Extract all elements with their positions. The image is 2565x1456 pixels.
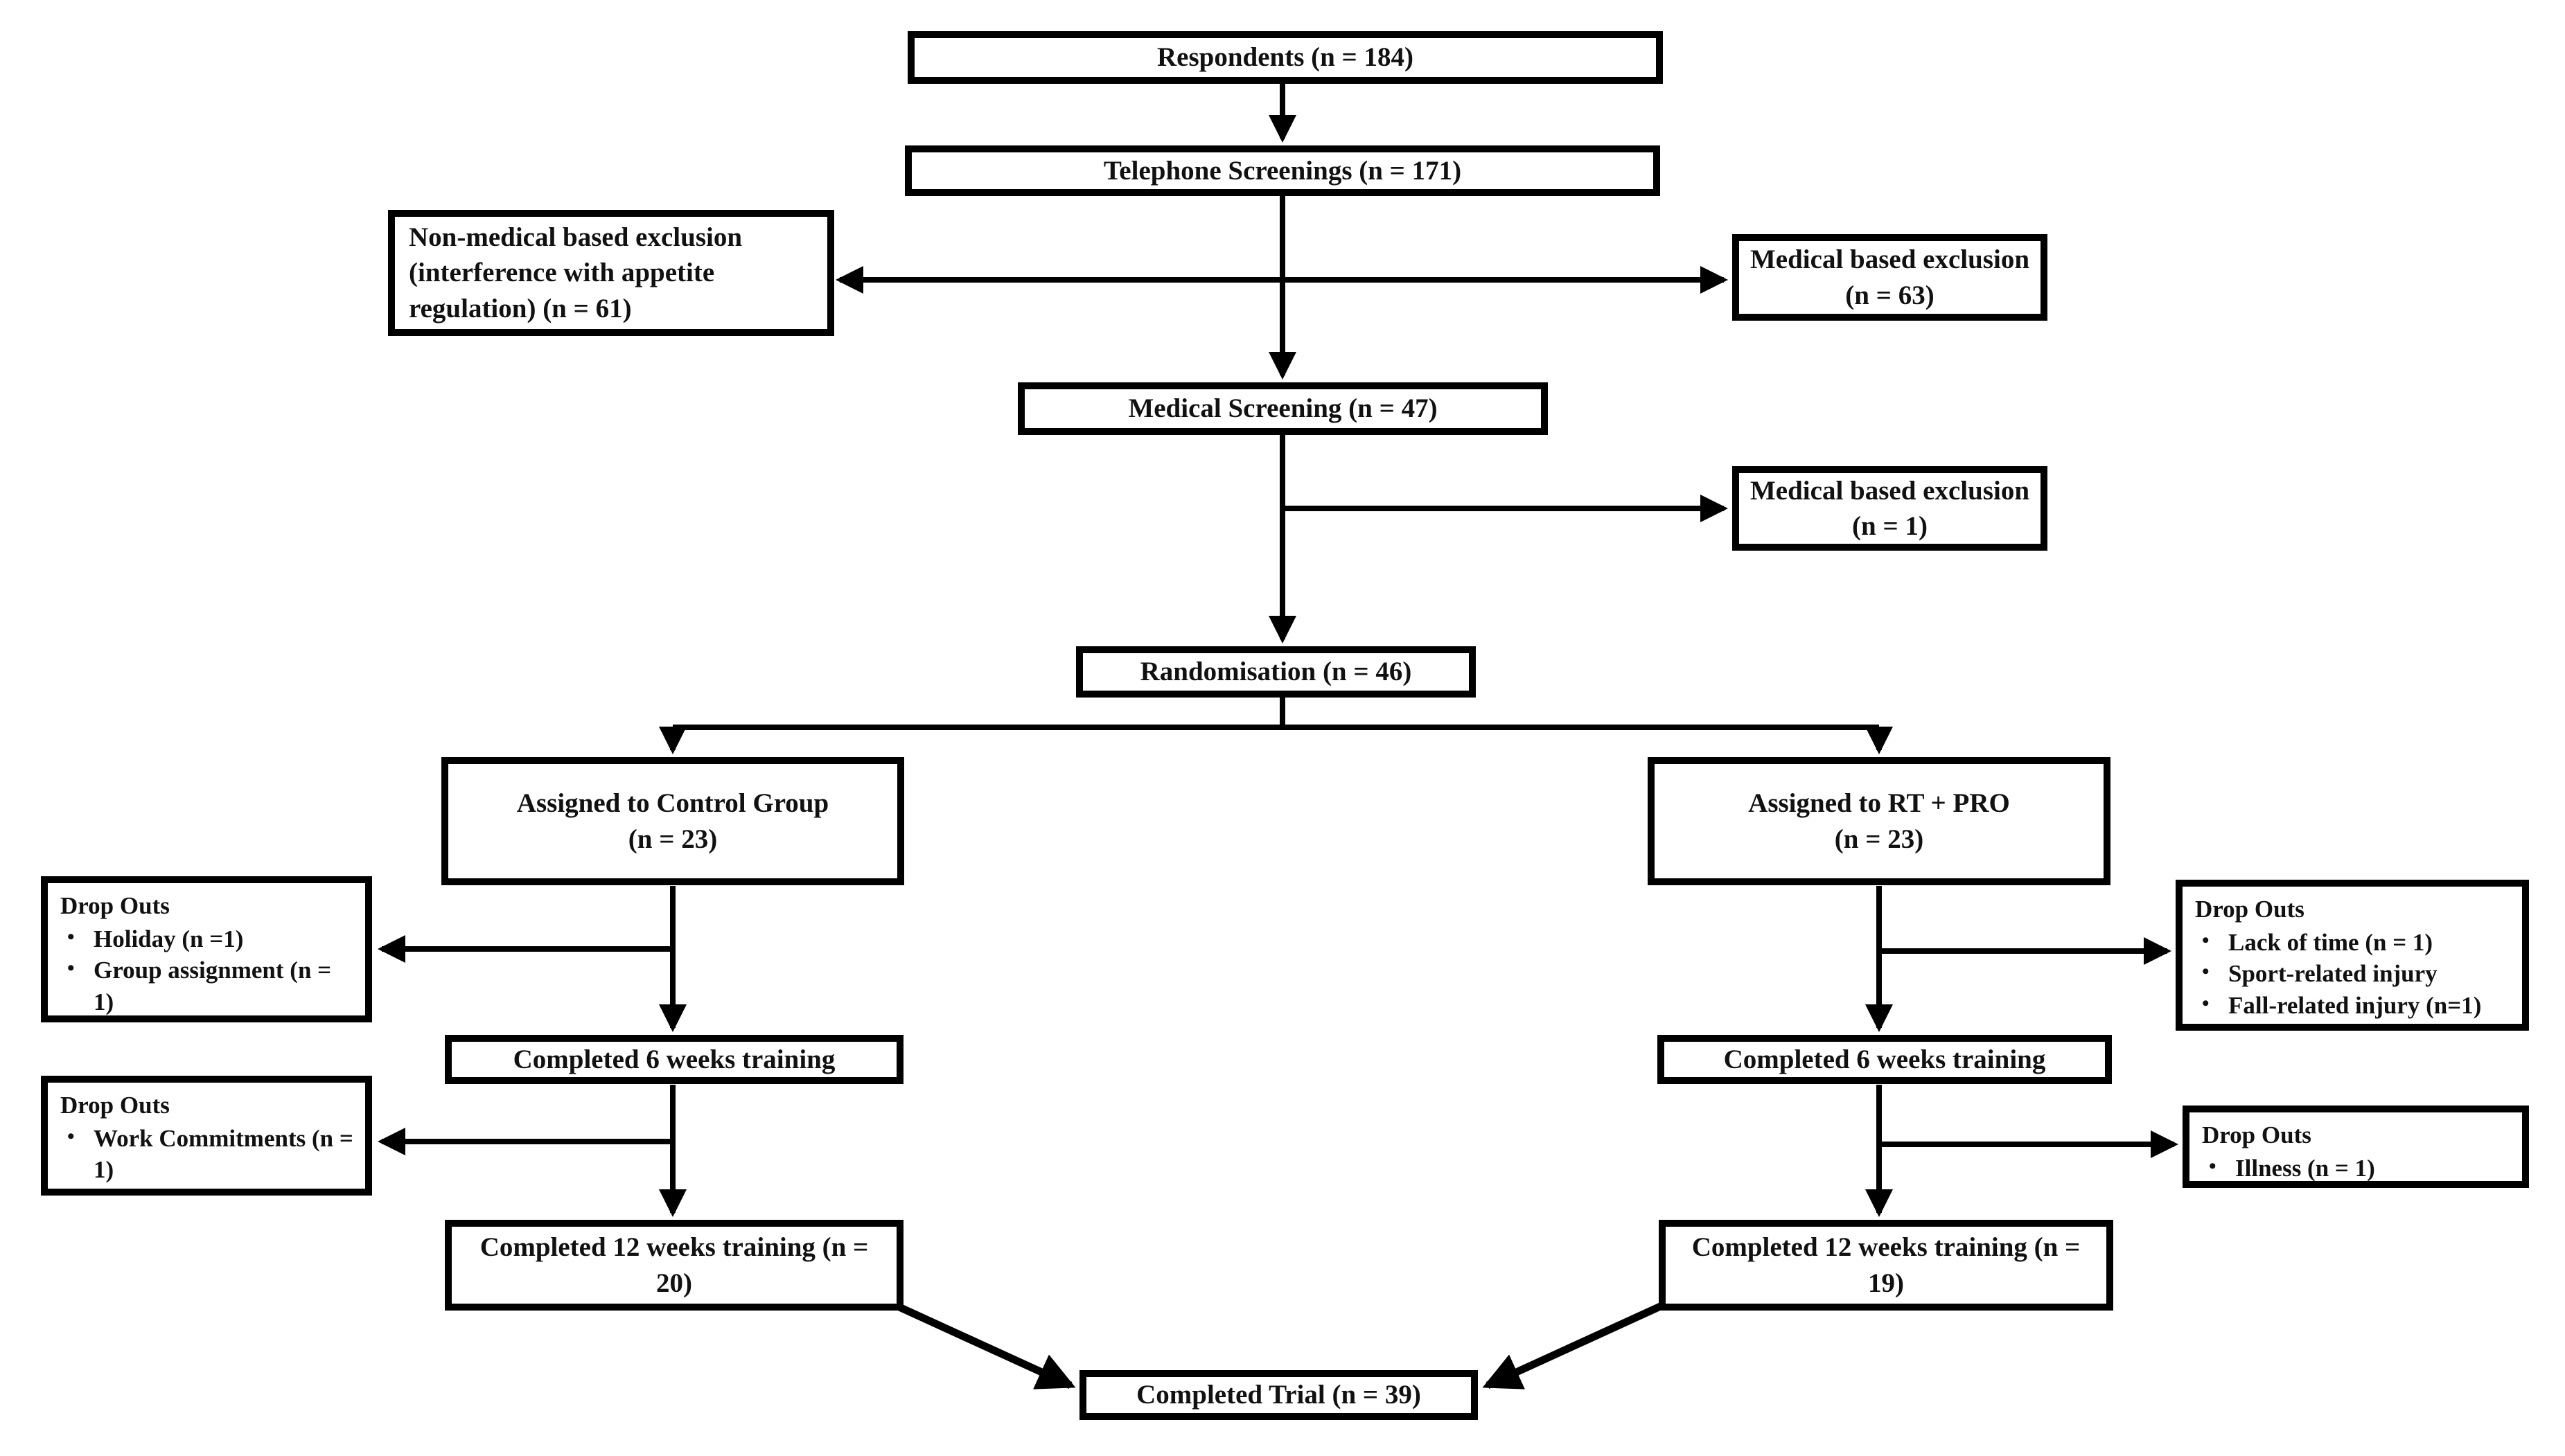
- box-medical-screening: Medical Screening (n = 47): [1018, 382, 1548, 435]
- dropout-item: Work Commitments (n = 1): [60, 1123, 355, 1186]
- dropouts-title: Drop Outs: [2202, 1121, 2311, 1148]
- box-dropouts-rtpro-2: Drop Outs Illness (n = 1): [2183, 1106, 2529, 1188]
- box-medical-exclusion-63: Medical based exclusion (n = 63): [1732, 234, 2047, 321]
- dropout-item: Group assignment (n = 1): [60, 955, 355, 1018]
- box-completed-12-weeks-rtpro: Completed 12 weeks training (n = 19): [1659, 1220, 2113, 1311]
- dropouts-title: Drop Outs: [2195, 896, 2304, 923]
- dropout-item: Holiday (n =1): [60, 923, 355, 955]
- box-completed-6-weeks-rtpro: Completed 6 weeks training: [1657, 1035, 2112, 1084]
- dropouts-list: Illness (n = 1): [2202, 1153, 2512, 1184]
- box-respondents: Respondents (n = 184): [908, 31, 1663, 84]
- dropouts-title: Drop Outs: [60, 1092, 170, 1119]
- dropouts-list: Lack of time (n = 1) Sport-related injur…: [2195, 927, 2512, 1022]
- box-dropouts-control-2: Drop Outs Work Commitments (n = 1): [41, 1076, 372, 1196]
- box-randomisation: Randomisation (n = 46): [1076, 646, 1476, 698]
- arrow-12weeks-control-to-trial: [890, 1299, 1076, 1390]
- box-assigned-rt-pro: Assigned to RT + PRO (n = 23): [1648, 757, 2110, 885]
- box-completed-6-weeks-control: Completed 6 weeks training: [445, 1035, 904, 1084]
- box-dropouts-control-1: Drop Outs Holiday (n =1) Group assignmen…: [41, 876, 372, 1022]
- dropout-item: Fall-related injury (n=1): [2195, 990, 2512, 1022]
- box-medical-exclusion-1: Medical based exclusion (n = 1): [1732, 466, 2047, 551]
- dropout-item: Sport-related injury: [2195, 958, 2512, 990]
- dropout-item: Illness (n = 1): [2202, 1153, 2512, 1184]
- box-completed-trial: Completed Trial (n = 39): [1079, 1370, 1478, 1420]
- box-telephone-screenings: Telephone Screenings (n = 171): [905, 145, 1660, 196]
- box-assigned-control: Assigned to Control Group (n = 23): [441, 757, 904, 885]
- dropouts-list: Work Commitments (n = 1): [60, 1123, 355, 1186]
- dropouts-title: Drop Outs: [60, 892, 170, 919]
- dropout-item: Lack of time (n = 1): [2195, 927, 2512, 959]
- dropouts-list: Holiday (n =1) Group assignment (n = 1): [60, 923, 355, 1018]
- box-non-medical-exclusion: Non-medical based exclusion (interferenc…: [388, 210, 834, 336]
- box-dropouts-rtpro-1: Drop Outs Lack of time (n = 1) Sport-rel…: [2176, 880, 2529, 1031]
- arrow-12weeks-rtpro-to-trial: [1482, 1299, 1668, 1390]
- box-completed-12-weeks-control: Completed 12 weeks training (n = 20): [445, 1220, 904, 1311]
